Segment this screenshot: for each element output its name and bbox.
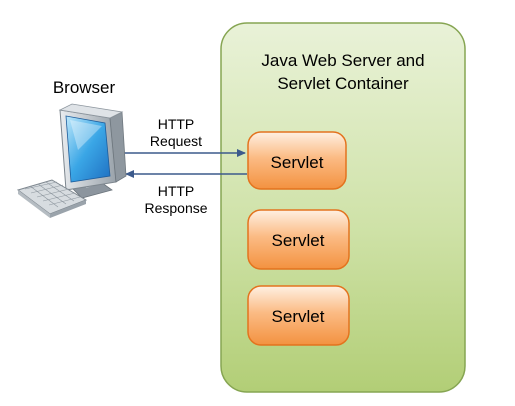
servlet-label-2: Servlet bbox=[272, 231, 325, 250]
computer-monitor-icon bbox=[16, 103, 127, 218]
http-response-label-line2: Response bbox=[144, 200, 207, 216]
servlet-box-1: Servlet bbox=[247, 131, 347, 190]
http-request-label-line1: HTTP bbox=[158, 116, 195, 132]
http-request-label-line2: Request bbox=[150, 133, 202, 149]
container-title-line2: Servlet Container bbox=[277, 74, 409, 93]
servlet-label-3: Servlet bbox=[272, 307, 325, 326]
container-title-line1: Java Web Server and bbox=[261, 51, 424, 70]
servlet-box-2: Servlet bbox=[247, 209, 350, 270]
browser-label: Browser bbox=[53, 78, 116, 97]
servlet-box-3: Servlet bbox=[247, 285, 350, 346]
http-response-label-line1: HTTP bbox=[158, 183, 195, 199]
servlet-label-1: Servlet bbox=[271, 153, 324, 172]
